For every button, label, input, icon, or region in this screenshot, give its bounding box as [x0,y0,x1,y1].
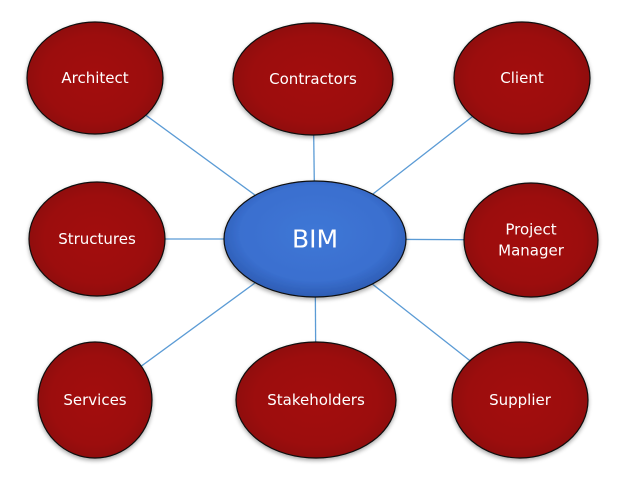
node-label-stakeholders: Stakeholders [267,391,365,409]
node-ellipse-services [37,341,153,459]
node-ellipse-stakeholders [235,341,397,459]
node-services: Services [37,341,153,459]
node-supplier: Supplier [451,341,589,459]
node-label-supplier: Supplier [489,391,552,409]
node-ellipse-structures [28,181,166,297]
node-contractors: Contractors [232,22,394,136]
node-ellipse-project-manager [463,182,599,298]
node-label-client: Client [500,69,544,87]
node-ellipse-contractors [232,22,394,136]
node-label-architect: Architect [61,69,128,87]
hub-node-bim: BIM [223,180,407,298]
node-label-contractors: Contractors [269,70,357,88]
node-stakeholders: Stakeholders [235,341,397,459]
node-client: Client [453,21,591,135]
node-architect: Architect [26,21,164,135]
node-ellipse-client [453,21,591,135]
node-label-structures: Structures [58,230,136,248]
node-label-project-manager-line-2: Manager [498,242,565,260]
node-structures: Structures [28,181,166,297]
node-ellipse-architect [26,21,164,135]
node-label-project-manager-line-1: Project [505,221,556,239]
hub-ellipse-bim [223,180,407,298]
node-label-services: Services [63,391,126,409]
hub-label-bim: BIM [292,225,338,254]
node-ellipse-supplier [451,341,589,459]
